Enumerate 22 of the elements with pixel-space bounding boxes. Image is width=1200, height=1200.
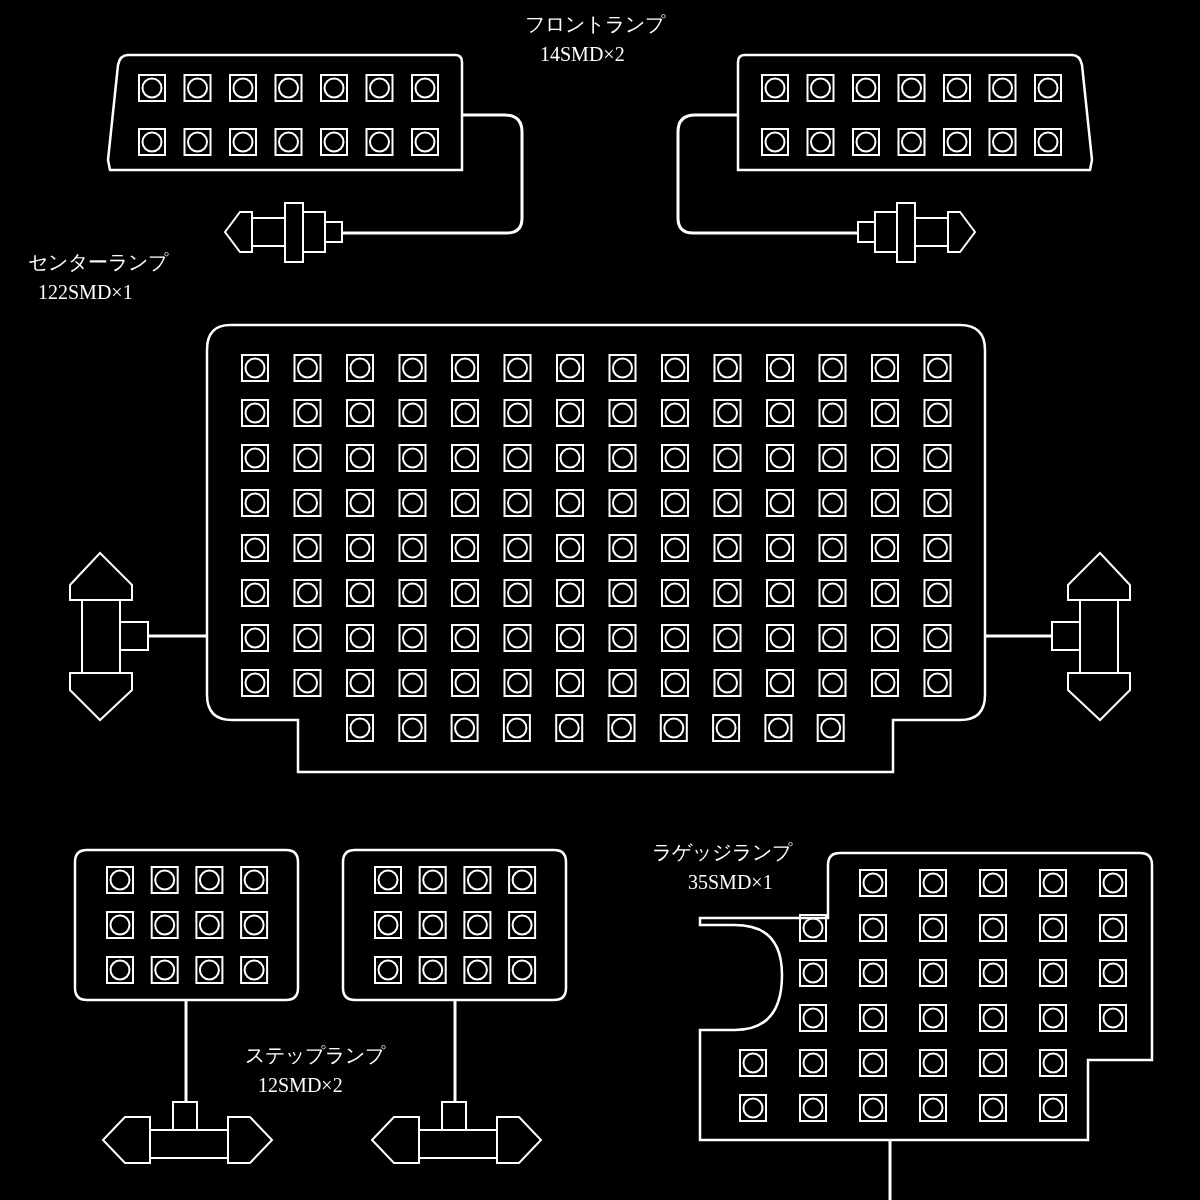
wire	[676, 113, 858, 235]
bulb-socket-drawing	[101, 1100, 274, 1166]
led-board-drawing	[73, 848, 300, 1002]
wire	[985, 634, 1052, 638]
wire	[342, 113, 524, 235]
led-count: 122SMD×1	[38, 280, 133, 304]
led-count: 12SMD×2	[258, 1073, 343, 1097]
wire	[888, 1140, 892, 1200]
led-count: 35SMD×1	[688, 870, 773, 894]
bulb-socket-drawing	[68, 550, 150, 722]
wire	[184, 1000, 188, 1102]
bulb-socket-drawing	[1050, 550, 1132, 722]
led-count: 14SMD×2	[540, 42, 625, 66]
lamp-name: ステップランプ	[245, 1043, 385, 1067]
led-board-drawing	[205, 323, 987, 774]
lamp-name: ラゲッジランプ	[652, 840, 792, 864]
lamp-name: フロントランプ	[525, 12, 665, 36]
led-board-drawing	[341, 848, 568, 1002]
bulb-socket-drawing	[370, 1100, 543, 1166]
wire	[148, 634, 207, 638]
wire	[453, 1000, 457, 1102]
lamp-name: センターランプ	[28, 250, 168, 274]
